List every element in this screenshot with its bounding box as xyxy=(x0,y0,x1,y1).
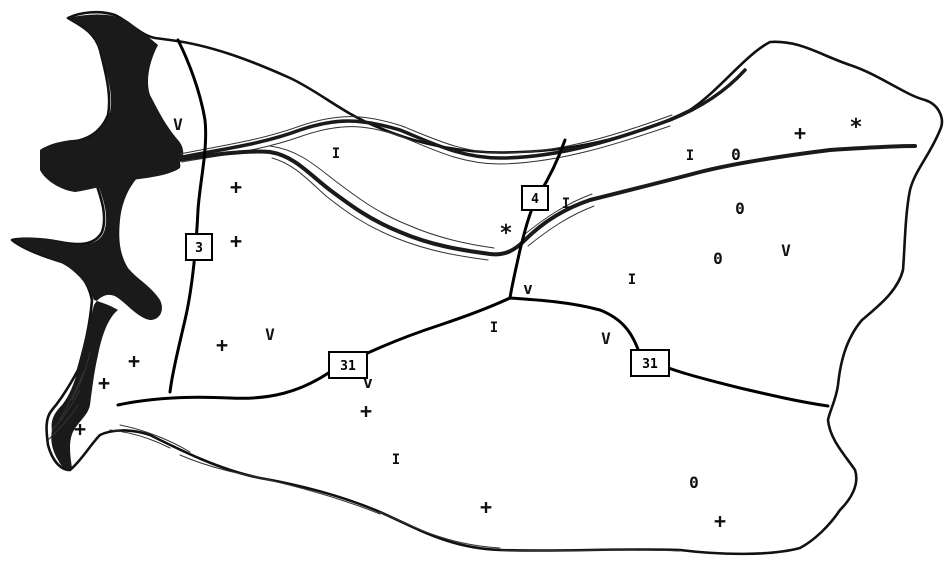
route-label-31-east-box xyxy=(630,349,670,377)
route-label-31-west-box xyxy=(328,351,368,379)
v-symbol: V xyxy=(173,115,183,134)
central-river-hatch xyxy=(269,145,595,261)
coast-hatch-lines xyxy=(47,351,681,552)
western-coastline xyxy=(14,14,681,552)
plus-symbol: + xyxy=(714,509,726,533)
route-label-31-west: 31 xyxy=(328,351,368,379)
coast-mass-north xyxy=(14,14,184,470)
o-symbol: 0 xyxy=(713,249,723,268)
route-label-31-west-text: 31 xyxy=(340,359,356,374)
route-label-3-text: 3 xyxy=(195,241,203,256)
northern-river-hatch xyxy=(179,114,673,165)
central-river-main xyxy=(176,144,917,257)
route-label-3: 3 xyxy=(185,233,213,261)
v-symbol: v xyxy=(523,279,533,298)
i-symbol: I xyxy=(562,196,570,212)
o-symbol: 0 xyxy=(731,145,741,164)
i-symbol: I xyxy=(686,148,694,164)
i-symbol: I xyxy=(490,320,498,336)
route-label-4-text: 4 xyxy=(531,192,539,207)
plus-symbol: + xyxy=(230,229,242,253)
plus-symbol: + xyxy=(360,399,372,423)
i-symbol: I xyxy=(332,146,340,162)
route-label-4: 4 xyxy=(521,185,549,211)
northern-river xyxy=(176,68,747,165)
plus-symbol: + xyxy=(74,417,86,441)
star-symbol: * xyxy=(499,221,512,246)
road-4 xyxy=(508,138,567,300)
plus-symbol: + xyxy=(216,333,228,357)
v-symbol: V xyxy=(601,329,611,348)
central-river xyxy=(176,144,917,261)
route-label-4-box xyxy=(521,185,549,211)
i-symbol: I xyxy=(628,272,636,288)
v-symbol: v xyxy=(363,373,373,392)
plus-symbol: + xyxy=(98,371,110,395)
northern-river-main xyxy=(176,68,747,160)
star-symbol: * xyxy=(849,115,862,140)
coast-delta xyxy=(40,139,181,192)
plus-symbol: + xyxy=(128,349,140,373)
route-label-3-box xyxy=(185,233,213,261)
route-label-31-east: 31 xyxy=(630,349,670,377)
plus-symbol: + xyxy=(230,175,242,199)
plus-symbol: + xyxy=(480,495,492,519)
road-3 xyxy=(168,38,208,394)
plus-symbol: + xyxy=(794,121,806,145)
o-symbol: 0 xyxy=(735,199,745,218)
road-network xyxy=(116,38,830,408)
v-symbol: V xyxy=(265,325,275,344)
route-label-31-east-text: 31 xyxy=(642,357,658,372)
region-outline xyxy=(10,10,944,556)
o-symbol: 0 xyxy=(689,473,699,492)
map-symbols: + + + + + + + + + + V V v v V V I I I I … xyxy=(74,115,863,533)
v-symbol: V xyxy=(781,241,791,260)
i-symbol: I xyxy=(392,452,400,468)
